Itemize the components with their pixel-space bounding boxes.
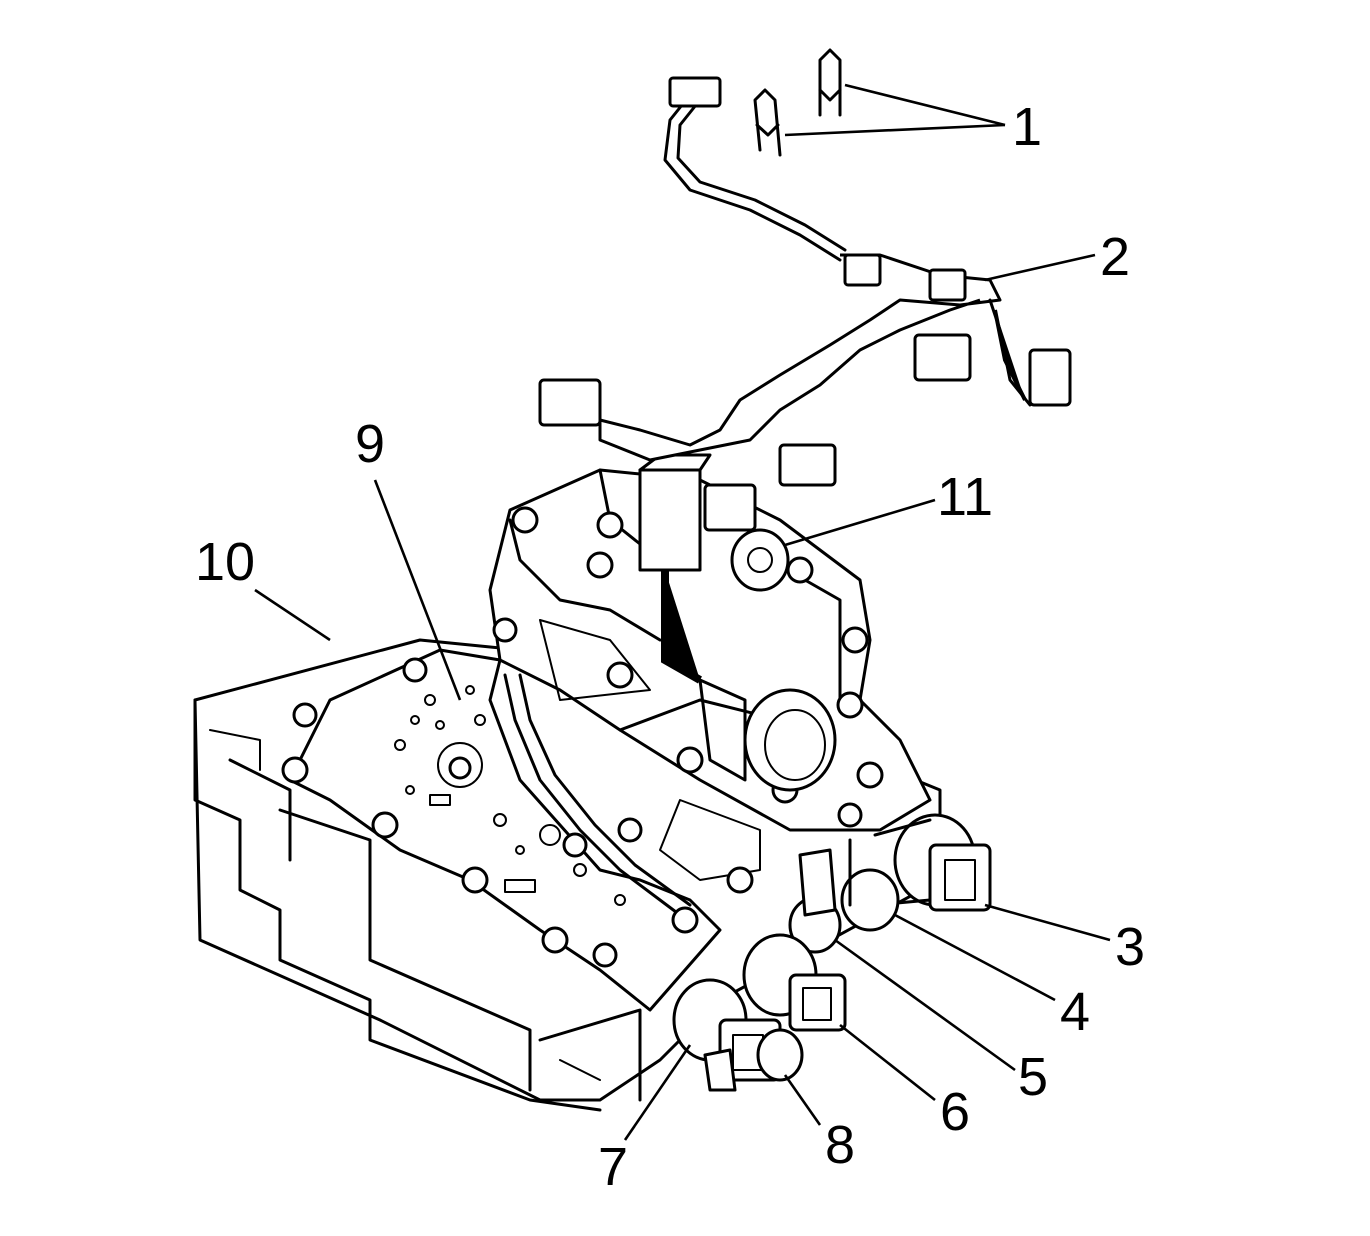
solenoid-8 xyxy=(703,1028,804,1092)
callout-6: 6 xyxy=(940,1082,970,1142)
callout-4: 4 xyxy=(1060,982,1090,1042)
solenoid-5 xyxy=(788,848,842,954)
solenoid-3 xyxy=(873,813,992,912)
callout-1: 1 xyxy=(1012,97,1042,157)
wiring-harness xyxy=(538,76,1072,684)
callout-2: 2 xyxy=(1100,227,1130,287)
callout-3: 3 xyxy=(1115,917,1145,977)
pressure-control-assembly xyxy=(638,453,837,792)
callout-5: 5 xyxy=(1018,1047,1048,1107)
solenoid-6 xyxy=(742,933,847,1032)
callout-11: 11 xyxy=(937,467,993,527)
retaining-clips xyxy=(753,48,842,157)
callout-9: 9 xyxy=(355,414,385,474)
callout-10: 10 xyxy=(195,532,255,592)
bolts xyxy=(281,506,884,968)
callout-7: 7 xyxy=(598,1137,628,1197)
leader-lines xyxy=(254,83,1111,1141)
callout-labels: 1 2 3 4 5 6 7 8 9 10 11 xyxy=(195,97,1145,1197)
callout-8: 8 xyxy=(825,1115,855,1175)
fluid-tube xyxy=(503,673,682,917)
solenoid-4 xyxy=(840,838,900,932)
